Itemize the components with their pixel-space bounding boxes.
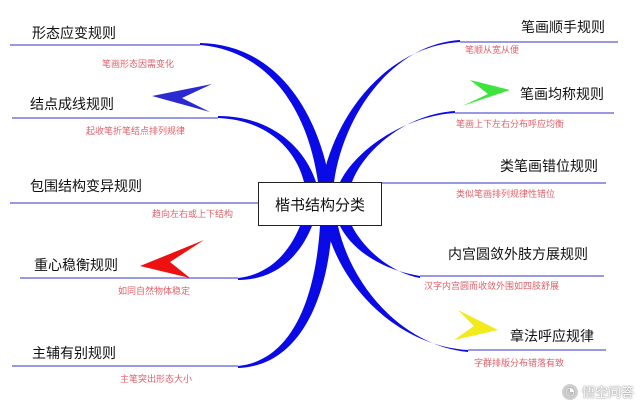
left-node-2-label: 结点成线规则 bbox=[30, 97, 114, 113]
red-arrow bbox=[140, 240, 204, 278]
branch-left-4 bbox=[238, 226, 312, 280]
right-node-3-label: 类笔画错位规则 bbox=[500, 159, 598, 175]
yellow-arrow bbox=[454, 310, 498, 340]
right-node-4-sub: 汉字内宫圆而收敛外围如四肢舒展 bbox=[424, 282, 560, 292]
right-node-1-label: 笔画顺手规则 bbox=[521, 20, 605, 36]
left-node-4-sub: 如同自然物体稳定 bbox=[118, 287, 191, 297]
left-node-1-sub: 笔画形态因需变化 bbox=[102, 60, 175, 70]
left-node-3-label: 包围结构变异规则 bbox=[30, 179, 142, 195]
left-node-5-label: 主辅有别规则 bbox=[32, 346, 116, 362]
right-node-5-sub: 字群排版分布错落有致 bbox=[474, 359, 565, 369]
branch-left-5 bbox=[238, 226, 332, 368]
logo-text: 悟空问答 bbox=[581, 386, 634, 401]
branch-left-1 bbox=[200, 43, 330, 182]
blue-arrow bbox=[152, 84, 212, 112]
right-node-2-sub: 笔画上下左右分布呼应均衡 bbox=[456, 120, 565, 130]
wukong-logo: ◔ 悟空问答 bbox=[561, 382, 634, 401]
right-node-5-label: 章法呼应规律 bbox=[510, 329, 594, 345]
right-node-2-label: 笔画均称规则 bbox=[520, 87, 604, 103]
branch-right-2 bbox=[340, 111, 455, 182]
center-node: 楷书结构分类 bbox=[258, 182, 382, 226]
left-node-3-sub: 趋向左右或上下结构 bbox=[152, 210, 234, 220]
left-node-4-label: 重心稳衡规则 bbox=[34, 258, 118, 274]
branch-left-2 bbox=[218, 116, 316, 182]
left-node-2-sub: 起收笔折笔结点排列规律 bbox=[86, 127, 186, 137]
right-node-3-sub: 类似笔画排列规律性错位 bbox=[456, 190, 556, 200]
left-node-1-label: 形态应变规则 bbox=[32, 26, 116, 42]
branch-right-5 bbox=[326, 226, 468, 352]
right-node-1-sub: 笔顺从宽从便 bbox=[465, 46, 520, 56]
green-arrow bbox=[462, 80, 510, 106]
branch-right-1 bbox=[322, 40, 460, 182]
branch-right-4 bbox=[340, 226, 420, 278]
logo-badge-icon: ◔ bbox=[561, 383, 578, 400]
left-node-5-sub: 主笔突出形态大小 bbox=[120, 375, 193, 385]
right-node-4-label: 内宫圆敛外肢方展规则 bbox=[448, 247, 588, 263]
center-title: 楷书结构分类 bbox=[274, 195, 365, 214]
